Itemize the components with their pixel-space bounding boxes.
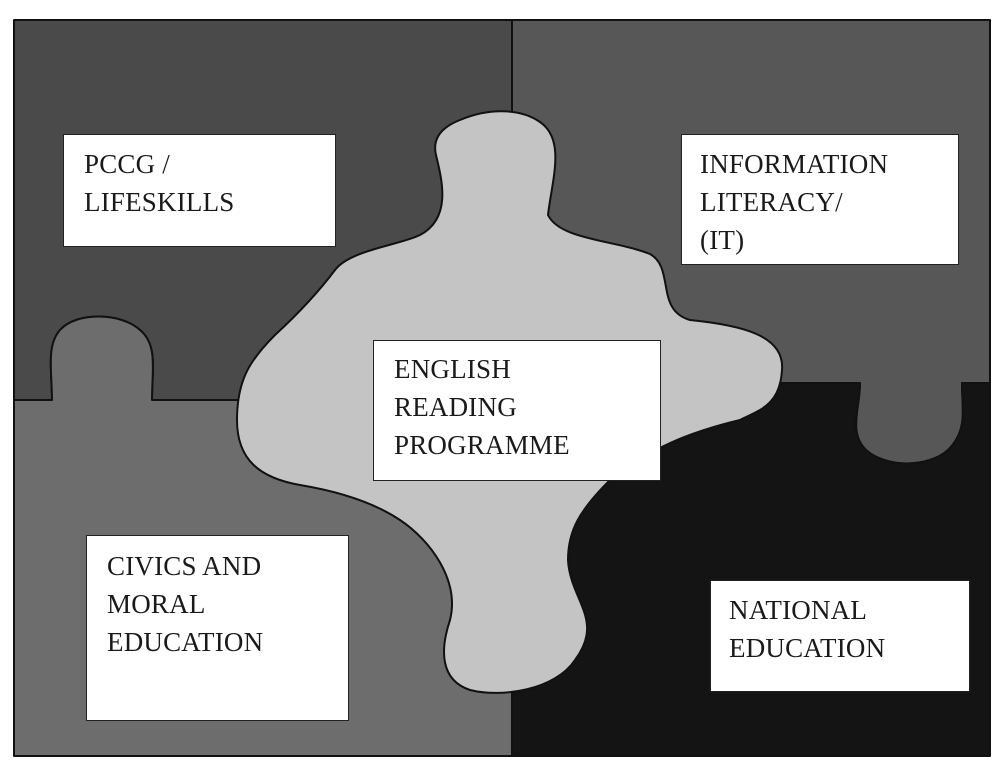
label-line: EDUCATION (729, 633, 886, 663)
label-line: PROGRAMME (394, 430, 570, 460)
label-line: LITERACY/ (700, 187, 843, 217)
label-english-reading-programme: ENGLISH READING PROGRAMME (373, 340, 661, 481)
label-line: ENGLISH (394, 354, 511, 384)
label-information-literacy: INFORMATION LITERACY/ (IT) (681, 134, 959, 265)
label-line: LIFESKILLS (84, 187, 235, 217)
label-line: EDUCATION (107, 627, 264, 657)
label-civics-moral-education: CIVICS AND MORAL EDUCATION (86, 535, 349, 721)
label-line: (IT) (700, 225, 745, 255)
label-line: INFORMATION (700, 149, 889, 179)
label-line: PCCG / (84, 149, 170, 179)
label-line: READING (394, 392, 517, 422)
label-line: CIVICS AND (107, 551, 262, 581)
label-line: NATIONAL (729, 595, 868, 625)
label-national-education: NATIONAL EDUCATION (710, 580, 970, 692)
label-pccg-lifeskills: PCCG / LIFESKILLS (63, 134, 336, 247)
label-line: MORAL (107, 589, 206, 619)
